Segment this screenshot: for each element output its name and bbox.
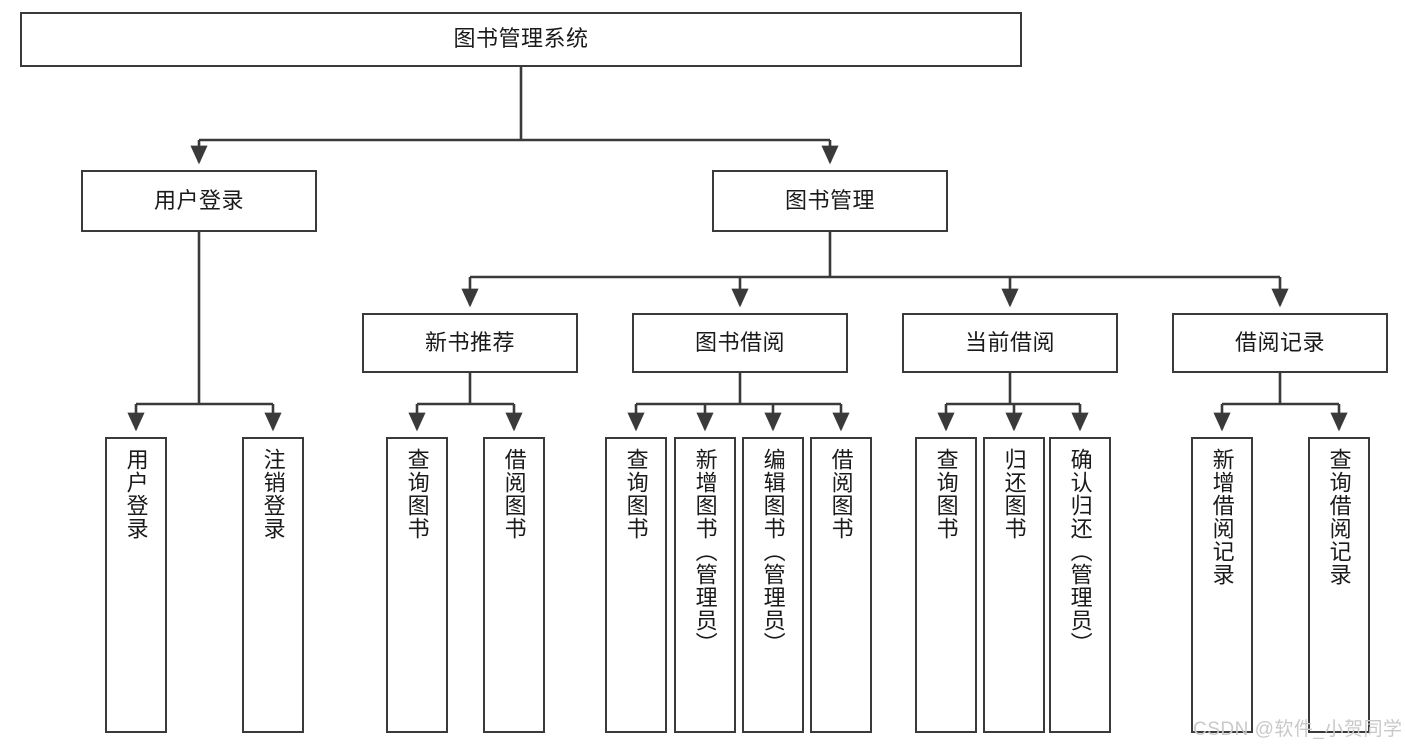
node-label: 查询借阅记录 — [1326, 448, 1352, 586]
node-label: 新增图书（管理员） — [692, 448, 718, 655]
leaf-edit-book-admin[interactable]: 编辑图书（管理员） — [742, 437, 804, 733]
node-label: 确认归还（管理员） — [1067, 448, 1093, 655]
node-label: 新书推荐 — [424, 329, 515, 355]
leaf-user-login[interactable]: 用户登录 — [105, 437, 167, 733]
leaf-borrow-book-recommend[interactable]: 借阅图书 — [483, 437, 545, 733]
node-label: 查询图书 — [933, 448, 959, 540]
node-label: 查询图书 — [623, 448, 649, 540]
leaf-borrow-book[interactable]: 借阅图书 — [810, 437, 872, 733]
node-label: 借阅图书 — [501, 448, 527, 540]
leaf-query-book-recommend[interactable]: 查询图书 — [386, 437, 448, 733]
node-label: 借阅记录 — [1234, 329, 1325, 355]
node-book-management[interactable]: 图书管理 — [712, 170, 948, 232]
node-label: 借阅图书 — [828, 448, 854, 540]
leaf-add-book-admin[interactable]: 新增图书（管理员） — [674, 437, 736, 733]
node-user-login[interactable]: 用户登录 — [81, 170, 317, 232]
leaf-add-borrow-record[interactable]: 新增借阅记录 — [1191, 437, 1253, 733]
node-label: 注销登录 — [260, 448, 286, 540]
node-label: 当前借阅 — [964, 329, 1055, 355]
leaf-logout[interactable]: 注销登录 — [242, 437, 304, 733]
node-book-borrow[interactable]: 图书借阅 — [632, 313, 848, 373]
node-label: 归还图书 — [1001, 448, 1027, 540]
node-label: 图书管理系统 — [453, 26, 589, 52]
leaf-query-borrow-record[interactable]: 查询借阅记录 — [1308, 437, 1370, 733]
node-label: 编辑图书（管理员） — [760, 448, 786, 655]
leaf-confirm-return-admin[interactable]: 确认归还（管理员） — [1049, 437, 1111, 733]
leaf-return-book[interactable]: 归还图书 — [983, 437, 1045, 733]
leaf-query-book-current[interactable]: 查询图书 — [915, 437, 977, 733]
node-label: 图书借阅 — [694, 329, 785, 355]
node-label: 用户登录 — [153, 187, 244, 213]
node-current-borrow[interactable]: 当前借阅 — [902, 313, 1118, 373]
node-label: 用户登录 — [123, 448, 149, 540]
node-new-book-recommend[interactable]: 新书推荐 — [362, 313, 578, 373]
node-root-system[interactable]: 图书管理系统 — [20, 12, 1022, 67]
node-label: 新增借阅记录 — [1209, 448, 1235, 586]
node-label: 图书管理 — [784, 187, 875, 213]
node-borrow-records[interactable]: 借阅记录 — [1172, 313, 1388, 373]
watermark-csdn: CSDN @软件_小贺同学 — [1193, 719, 1403, 740]
leaf-query-book-borrow[interactable]: 查询图书 — [605, 437, 667, 733]
node-label: 查询图书 — [404, 448, 430, 540]
